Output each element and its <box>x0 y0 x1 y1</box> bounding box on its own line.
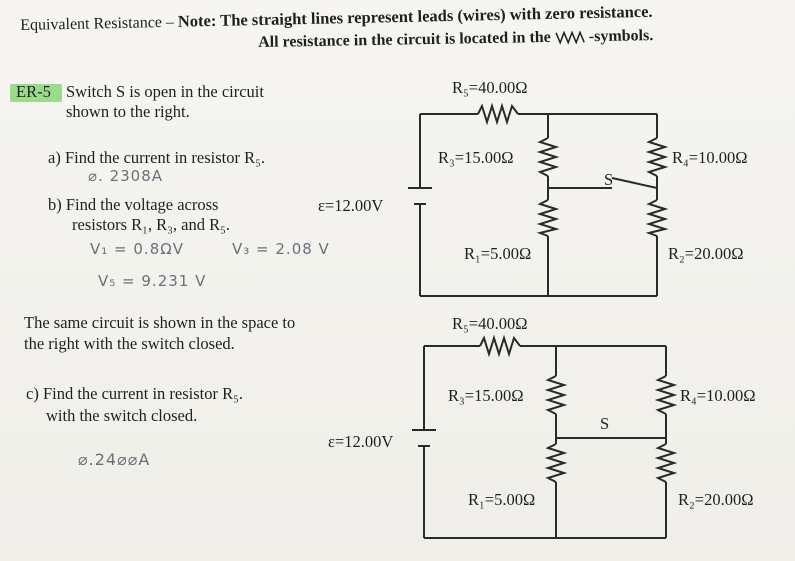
bottom-emf-label: ε=12.00V <box>328 432 394 451</box>
bottom-r3-label: R₃=15.00Ω <box>448 386 524 405</box>
part-a-answer: ⌀. 2308A <box>88 167 164 185</box>
part-b-question-2: resistors R₁, R₃, and R₅. <box>72 215 230 234</box>
circuit-bottom-wires <box>423 345 667 539</box>
bottom-r2-label: R₂=20.00Ω <box>678 490 754 509</box>
bottom-r5-label: R₅=40.00Ω <box>452 314 528 333</box>
header-line-2: All resistance in the circuit is located… <box>258 27 653 52</box>
circuit-top-resistor-icons <box>477 102 669 237</box>
part-b-answer-v5: V₅ = 9.231 V <box>98 272 207 290</box>
circuit-top-wires <box>419 113 658 297</box>
part-b-answer-v1: V₁ = 0.8ΩV <box>90 240 184 258</box>
highlight-marker <box>10 84 62 102</box>
top-r4-label: R₄=10.00Ω <box>672 148 748 167</box>
top-r2-label: R₂=20.00Ω <box>668 244 744 263</box>
top-r5-label: R₅=40.00Ω <box>452 78 528 97</box>
intro-line-1: Switch S is open in the circuit <box>66 82 264 101</box>
circuit-bottom-battery-icon <box>412 429 436 447</box>
problem-tag: ER-5 <box>16 82 51 101</box>
part-b-answer-v3: V₃ = 2.08 V <box>232 240 330 258</box>
resistor-symbol-icon <box>555 30 585 46</box>
top-r3-label: R₃=15.00Ω <box>438 148 514 167</box>
part-c-question-2: with the switch closed. <box>46 406 198 425</box>
circuit-bottom-resistor-icons <box>479 334 678 483</box>
intro-line-2: shown to the right. <box>66 102 190 121</box>
bottom-r4-label: R₄=10.00Ω <box>680 386 756 405</box>
part-c-answer: ⌀.24⌀⌀A <box>78 450 151 469</box>
part-c-question-1: c) Find the current in resistor R₅. <box>26 384 243 403</box>
closed-intro-1: The same circuit is shown in the space t… <box>24 313 296 332</box>
top-switch-label: S <box>604 170 614 189</box>
part-a-question: a) Find the current in resistor R₅. <box>48 148 265 167</box>
bottom-switch-label: S <box>600 414 610 433</box>
part-b-question-1: b) Find the voltage across <box>48 195 219 214</box>
top-r1-label: R₁=5.00Ω <box>464 244 532 263</box>
top-emf-label: ε=12.00V <box>318 196 384 215</box>
bottom-r1-label: R₁=5.00Ω <box>468 490 536 509</box>
circuit-top-battery-icon <box>408 187 432 205</box>
closed-intro-2: the right with the switch closed. <box>24 334 235 353</box>
